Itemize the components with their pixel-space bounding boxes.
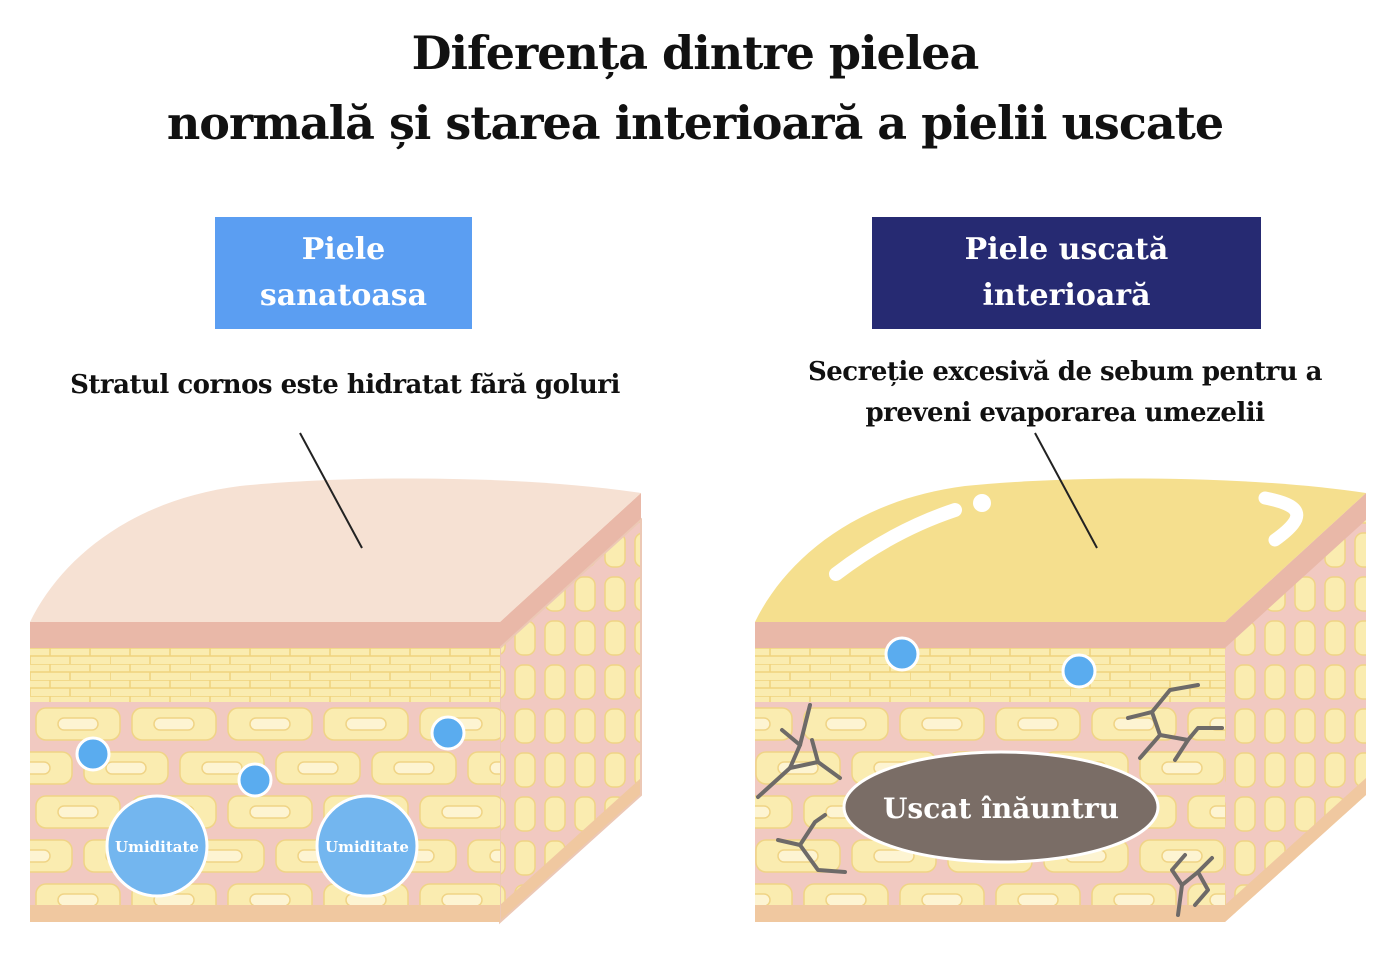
crack — [756, 703, 842, 799]
label-healthy-line-2: sanatoasa — [259, 278, 428, 313]
dry-skin-block: Uscat înăuntru — [755, 432, 1366, 922]
label-healthy-skin: Piele sanatoasa — [215, 217, 472, 329]
crack — [1170, 853, 1214, 917]
moisture-label: Umiditate — [115, 838, 199, 856]
dry-inside-oval — [842, 750, 1160, 864]
dry-pink-band — [755, 622, 1225, 648]
dry-inside-label: Uscat înăuntru — [883, 792, 1119, 825]
crack — [776, 813, 847, 874]
oil-shine-dot — [973, 494, 991, 512]
healthy-pink-band — [30, 622, 500, 648]
healthy-corneum-layer — [30, 648, 500, 702]
healthy-droplet — [237, 762, 273, 798]
dry-side-top-band — [1225, 493, 1366, 648]
healthy-side-top-band — [500, 493, 641, 648]
healthy-droplet — [75, 736, 111, 772]
healthy-droplet — [430, 715, 466, 751]
caption-dry: Secreție excesivă de sebum pentru a prev… — [790, 352, 1340, 434]
title-line-1: Diferența dintre pielea — [411, 26, 980, 80]
healthy-top-surface — [30, 478, 641, 622]
moisture-label: Umiditate — [325, 838, 409, 856]
dry-droplet — [1061, 653, 1097, 689]
healthy-pointer-line — [299, 432, 363, 549]
label-dry-line-2: interioară — [982, 278, 1151, 313]
oil-shine-highlight — [829, 503, 962, 581]
dry-pointer-line — [1034, 432, 1098, 549]
label-dry-skin: Piele uscată interioară — [872, 217, 1261, 329]
oil-shine-arc — [1258, 491, 1304, 547]
caption-dry-line-2: preveni evaporarea umezelii — [865, 398, 1266, 428]
dry-oily-top-surface — [755, 478, 1366, 622]
dry-droplet — [884, 636, 920, 672]
caption-dry-line-1: Secreție excesivă de sebum pentru a — [807, 357, 1323, 387]
healthy-skin-block: Umiditate Umiditate — [30, 432, 642, 925]
title-line-2: normală și starea interioară a pielii us… — [166, 96, 1224, 150]
label-healthy-line-1: Piele — [301, 232, 386, 267]
caption-healthy: Stratul cornos este hidratat fără goluri — [70, 370, 620, 400]
healthy-side-bottom-band — [500, 778, 641, 922]
label-dry-line-1: Piele uscată — [964, 232, 1169, 267]
moisture-circle — [105, 794, 209, 898]
moisture-circle — [315, 794, 419, 898]
dry-corneum-layer — [755, 648, 1225, 702]
crack — [1126, 683, 1224, 762]
